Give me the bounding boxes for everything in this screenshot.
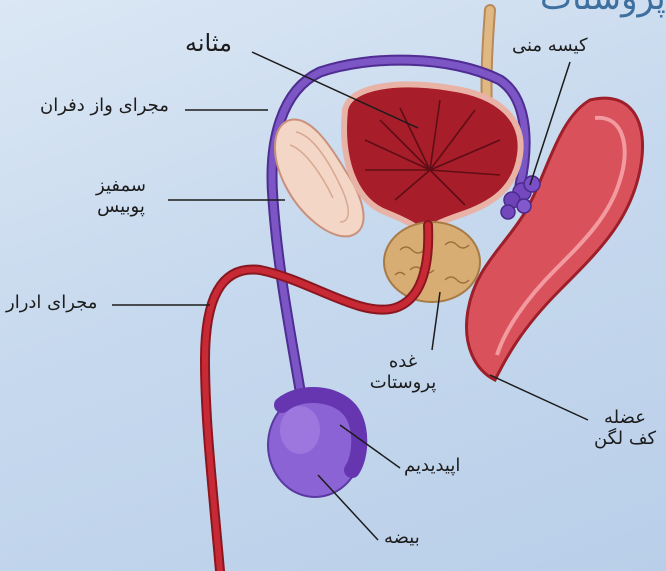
label-pelvic-floor-line2: کف لگن <box>585 429 665 450</box>
label-pubic-symphysis-line2: پوبیس <box>78 197 164 218</box>
label-prostate: غده پروستات <box>360 352 446 393</box>
label-prostate-line1: غده <box>360 352 446 373</box>
label-pelvic-floor-line1: عضله <box>585 408 665 429</box>
label-urethra: مجرای ادرار <box>6 293 97 314</box>
label-pubic-symphysis-line1: سمفیز <box>78 176 164 197</box>
label-vas-deferens: مجرای واز دفران <box>40 96 169 117</box>
label-pubic-symphysis: سمفیز پوبیس <box>78 176 164 217</box>
label-testis: بیضه <box>384 528 420 549</box>
label-pelvic-floor: عضله کف لگن <box>585 408 665 449</box>
label-epididymis: اپیدیدیم <box>404 456 460 477</box>
label-prostate-line2: پروستات <box>360 373 446 394</box>
label-bladder: مثانه <box>185 30 232 58</box>
label-seminal-vesicle: کیسه منی <box>512 36 588 57</box>
